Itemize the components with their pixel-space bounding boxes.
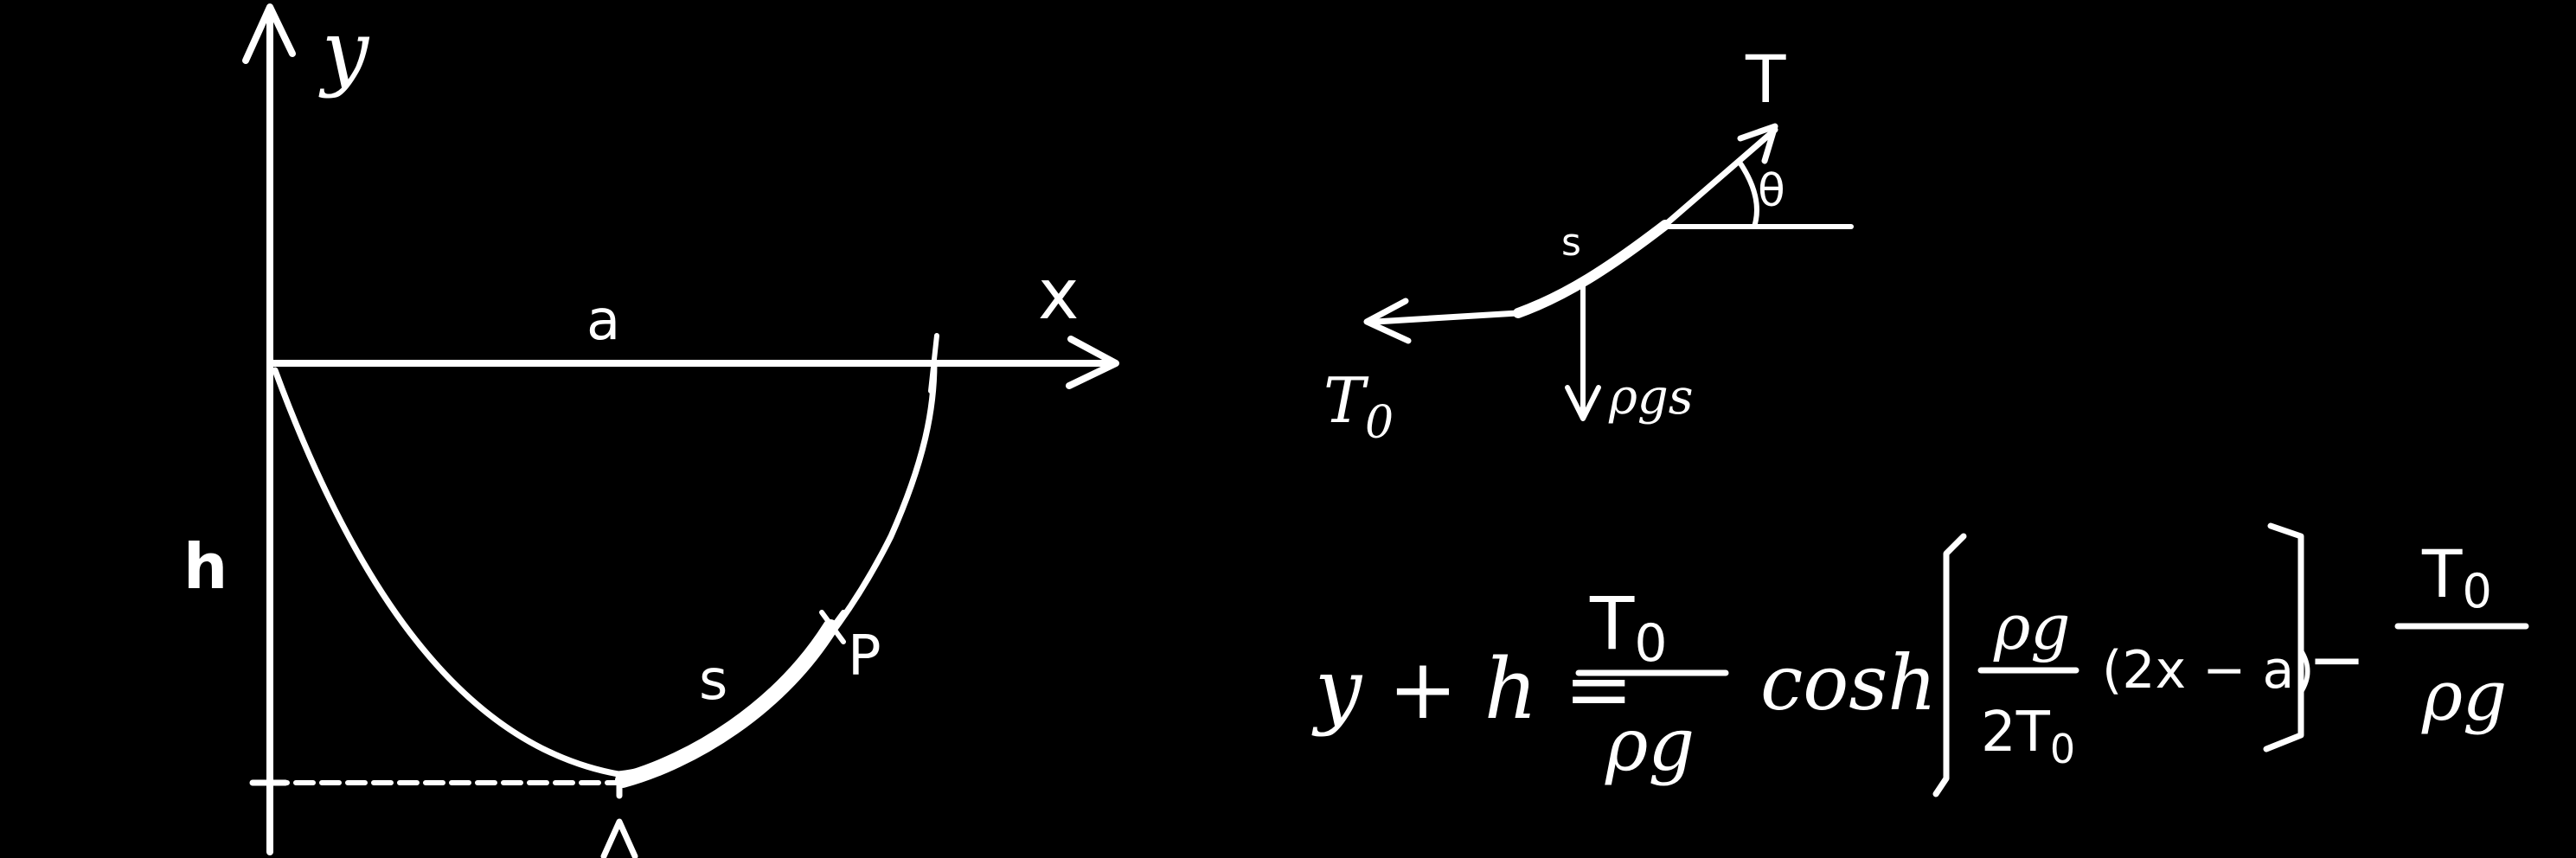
left-bracket bbox=[1932, 533, 1967, 797]
catenary-equation: y + h = T0 ρg cosh ρg 2T0 (2x − a) − T0 … bbox=[1311, 522, 2529, 797]
fraction2-numerator: T0 bbox=[2421, 535, 2492, 618]
fraction2-denominator: ρg bbox=[2421, 656, 2507, 736]
horizontal-tension-label: T0 bbox=[1323, 364, 1394, 449]
point-p-marker bbox=[819, 610, 846, 644]
horizontal-tension-line bbox=[1372, 310, 1522, 325]
tension-arrowhead bbox=[1737, 123, 1778, 164]
fraction1-denominator: ρg bbox=[1605, 702, 1695, 787]
arc-length-segment bbox=[615, 619, 838, 788]
y-axis-arrowhead bbox=[242, 3, 296, 64]
arc-label: s bbox=[699, 649, 727, 713]
segment-curve bbox=[1513, 220, 1670, 318]
tension-label: T bbox=[1745, 41, 1786, 118]
x-axis-label: x bbox=[1038, 254, 1079, 335]
x-axis-arrowhead bbox=[1066, 336, 1119, 389]
angle-arc bbox=[1736, 158, 1759, 229]
inner-fraction-denominator: 2T0 bbox=[1981, 701, 2075, 772]
fraction1-numerator: T0 bbox=[1589, 581, 1668, 674]
cable-curve bbox=[272, 360, 938, 778]
inner-argument: (2x − a) bbox=[2102, 640, 2315, 701]
equation-lhs: y + h = bbox=[1311, 641, 1633, 738]
segment-arc-label: s bbox=[1561, 221, 1581, 265]
depth-label: h bbox=[183, 530, 227, 603]
free-body-diagram: T θ s T0 ρgs bbox=[1323, 41, 1854, 449]
point-label: P bbox=[848, 624, 881, 688]
equation-minus: − bbox=[2308, 619, 2366, 700]
weight-label: ρgs bbox=[1608, 369, 1694, 426]
weight-arrowhead bbox=[1565, 385, 1601, 421]
y-axis-label: y bbox=[318, 3, 370, 99]
horizontal-tension-arrowhead bbox=[1363, 298, 1412, 344]
cosh-function: cosh bbox=[1760, 638, 1937, 727]
inner-fraction-numerator: ρg bbox=[1993, 591, 2070, 663]
tension-arrow-line bbox=[1662, 126, 1778, 228]
angle-label: θ bbox=[1758, 165, 1785, 217]
span-label: a bbox=[586, 289, 620, 353]
cable-diagram: y x a h s P bbox=[183, 3, 1119, 858]
right-bracket bbox=[2263, 522, 2304, 752]
lowest-point-marker bbox=[600, 773, 638, 858]
